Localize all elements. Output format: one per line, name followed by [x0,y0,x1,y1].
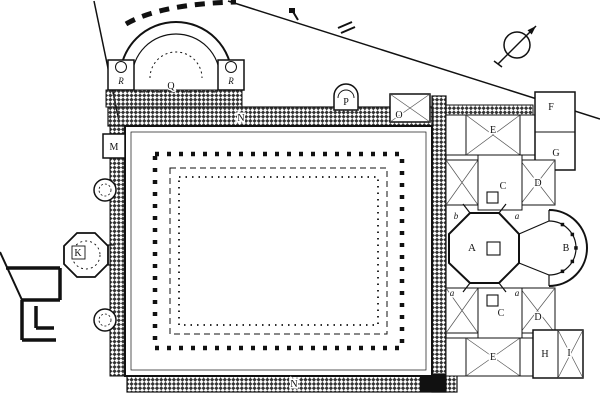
exedra-Q [107,21,245,93]
courtyard-inner-wall-line [130,131,427,371]
compass-circle [503,31,531,59]
label-tower-east: R [227,76,234,86]
hall-A-fountain-base [486,241,501,256]
room-labels: N N R R Q P O M K E E F G D D C C A B H … [73,75,572,392]
label-room-C-north: C [500,181,507,192]
label-room-E-south: E [490,352,496,363]
wedge-room-walls [462,203,507,293]
dashed-wall-arc [124,0,237,27]
room-D-northeast-vault [519,159,556,206]
room-D-southwest-vault [445,287,479,334]
compass-arrowhead [527,26,536,35]
exedra-B-passage-walls [518,210,550,286]
octagon-room-K [63,232,109,278]
label-exedra-B: B [563,243,570,254]
compass-icon [493,25,537,68]
tower-west [107,59,135,91]
label-room-G: G [552,148,559,159]
octagonal-hall-A [448,212,520,284]
label-exedra-Q: Q [167,81,175,92]
label-tower-west: R [117,76,124,86]
room-E-north-vault [465,114,521,156]
north-rooms [333,83,431,123]
label-wedge-a-southwest: a [450,288,455,298]
tower-east [217,59,245,91]
round-room-south-inner [98,313,112,327]
east-wing [445,91,588,379]
label-room-F: F [548,102,554,113]
label-room-M: M [110,142,119,153]
exedra-B-columns [560,222,578,274]
room-D-northwest-vault [445,159,479,206]
label-room-I: I [567,348,570,359]
label-corridor-south: N [290,379,297,390]
corridor-north [107,106,434,127]
corridor-dark-segment [420,374,446,392]
ruin-walls [0,251,62,342]
round-room-south [93,308,117,332]
label-room-O: O [395,110,402,121]
room-K-inner-dome-line [71,240,101,270]
west-rooms [63,133,126,332]
garden-border-dashed [169,167,388,335]
label-wedge-a-southeast: a [515,288,520,298]
room-M [102,133,126,159]
corridor-west [109,125,126,377]
ruin-wall-segments [6,266,62,342]
room-top-left [445,114,467,156]
room-D-southeast-vault [519,287,556,334]
tower-west-column [115,61,127,73]
label-room-E-north: E [490,125,496,136]
label-room-C-south: C [498,308,505,319]
label-corridor-north: N [237,113,244,124]
room-E-south-vault [465,337,521,377]
room-C-north-basin [486,191,499,204]
label-room-D-northeast: D [534,178,541,189]
room-C-south [477,287,523,339]
label-room-K: K [74,248,82,259]
corridor-east [431,95,447,393]
apsed-room-P [333,83,359,111]
label-wedge-b-northwest: b [454,211,459,221]
room-C-south-basin [486,294,499,307]
label-room-H: H [541,349,548,360]
room-O-vault-lines [389,93,431,123]
garden-border-dotted [178,176,379,326]
room-K-label-box [71,245,86,260]
gate-bar-1 [337,21,353,29]
room-I-vault [557,329,584,379]
room-top-right [519,114,536,156]
boundary-tick [291,9,299,21]
tower-east-column [225,61,237,73]
courtyard-outer-wall [124,125,433,377]
corridor-bands [105,89,534,393]
peristyle-courtyard [124,125,433,377]
label-wedge-a-northeast: a [515,211,520,221]
label-room-P: P [343,97,349,108]
exedra-B-outer-arc [548,209,588,287]
exedra-inner-arc [131,33,221,79]
room-C-north [477,154,523,211]
exedra-outer-arc [119,21,233,79]
ruin-diagonal-wall [0,251,23,301]
round-room-north [93,178,117,202]
gate-bar-2 [340,26,356,34]
room-bottom-left [445,337,467,377]
exedra-dotted-arc [149,51,203,79]
exedra-base-band [105,89,243,108]
room-P-inner-arc [337,89,355,99]
compass-tail-tick [493,60,503,68]
label-hall-A: A [468,242,476,254]
label-room-D-southeast: D [534,312,541,323]
round-room-north-inner [98,183,112,197]
